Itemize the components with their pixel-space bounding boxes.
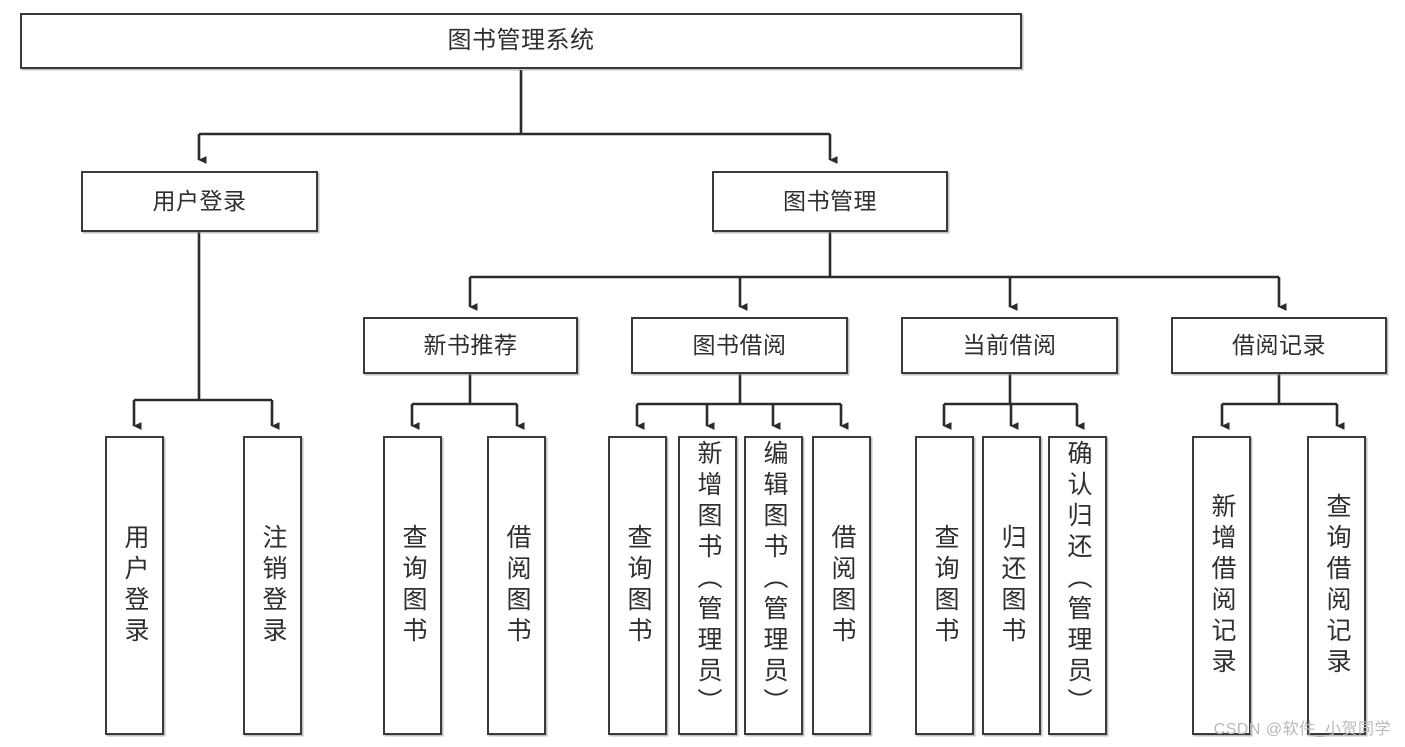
node-borrow-record[interactable]: 借阅记录 xyxy=(1171,317,1387,374)
node-label: 新增图书（管理员） xyxy=(694,440,722,719)
node-label: 新增借阅记录 xyxy=(1208,492,1236,679)
node-label: 借阅图书 xyxy=(503,523,531,648)
node-leaf-borrow-book-newbook[interactable]: 借阅图书 xyxy=(487,436,546,735)
node-new-book-recommendation[interactable]: 新书推荐 xyxy=(363,317,578,374)
node-leaf-query-borrow-record[interactable]: 查询借阅记录 xyxy=(1307,436,1366,735)
node-label: 注销登录 xyxy=(259,523,287,648)
node-leaf-confirm-return-admin[interactable]: 确认归还（管理员） xyxy=(1048,436,1107,735)
node-book-management[interactable]: 图书管理 xyxy=(712,171,948,232)
node-root-system[interactable]: 图书管理系统 xyxy=(20,13,1022,69)
node-leaf-add-borrow-record[interactable]: 新增借阅记录 xyxy=(1192,436,1251,735)
node-label: 图书管理系统 xyxy=(447,26,595,54)
node-label: 图书管理 xyxy=(783,187,877,214)
node-book-borrow[interactable]: 图书借阅 xyxy=(631,317,848,374)
node-user-login[interactable]: 用户登录 xyxy=(81,171,318,232)
node-label: 查询借阅记录 xyxy=(1323,492,1351,679)
node-leaf-user-login[interactable]: 用户登录 xyxy=(105,436,164,735)
watermark: CSDN @软件_小贺同学 xyxy=(1213,721,1391,738)
node-label: 编辑图书（管理员） xyxy=(760,440,788,719)
node-label: 借阅图书 xyxy=(828,523,856,648)
node-leaf-edit-book-admin[interactable]: 编辑图书（管理员） xyxy=(744,436,803,735)
node-label: 当前借阅 xyxy=(962,331,1057,358)
node-leaf-query-book-borrow[interactable]: 查询图书 xyxy=(608,436,667,735)
node-label: 查询图书 xyxy=(931,523,959,648)
node-leaf-query-book-current[interactable]: 查询图书 xyxy=(915,436,974,735)
node-current-borrow[interactable]: 当前借阅 xyxy=(901,317,1118,374)
node-label: 用户登录 xyxy=(121,523,149,648)
node-leaf-query-book-newbook[interactable]: 查询图书 xyxy=(383,436,442,735)
node-leaf-return-book[interactable]: 归还图书 xyxy=(982,436,1041,735)
node-leaf-borrow-book[interactable]: 借阅图书 xyxy=(812,436,871,735)
node-label: 归还图书 xyxy=(998,523,1026,648)
node-label: 图书借阅 xyxy=(692,331,787,358)
node-label: 新书推荐 xyxy=(423,331,518,358)
node-leaf-add-book-admin[interactable]: 新增图书（管理员） xyxy=(678,436,737,735)
node-label: 借阅记录 xyxy=(1232,331,1326,358)
node-label: 查询图书 xyxy=(399,523,427,648)
node-label: 用户登录 xyxy=(152,187,247,214)
node-label: 确认归还（管理员） xyxy=(1064,440,1092,719)
node-label: 查询图书 xyxy=(624,523,652,648)
node-leaf-logout[interactable]: 注销登录 xyxy=(243,436,302,735)
